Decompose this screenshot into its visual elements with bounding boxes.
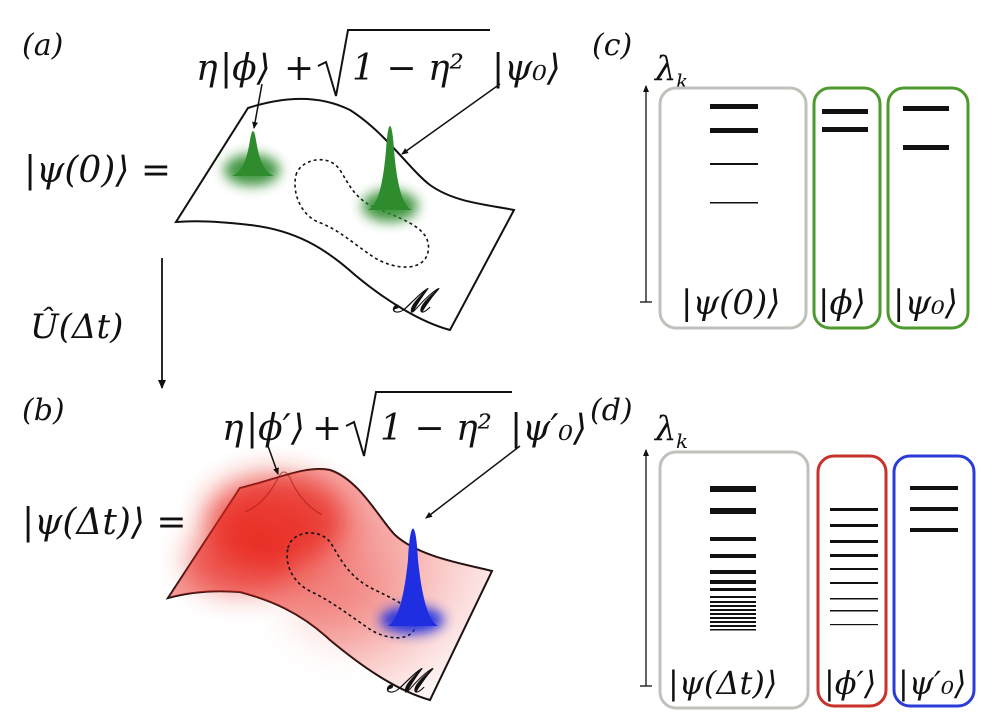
panel-c: (c) λ k |ψ(0)⟩ |ϕ⟩ |ψ₀⟩ [592, 28, 970, 330]
energy-level [830, 524, 878, 527]
plus-sign-b: + [312, 408, 342, 449]
blob-psi0 [362, 126, 418, 222]
sqrt-sign-b [345, 391, 512, 457]
energy-level [822, 127, 868, 132]
panel-b-state-lhs: |ψ(Δt)⟩ = [22, 502, 187, 543]
panel-c-label: (c) [592, 28, 632, 63]
ket-psi0-prime: |ψ′₀⟩ [510, 408, 587, 449]
energy-level [710, 486, 756, 492]
box-label: |ϕ′⟩ [824, 664, 876, 702]
energy-level [822, 109, 868, 114]
energy-level [710, 605, 756, 607]
energy-level [903, 106, 949, 111]
energy-level [710, 629, 756, 631]
arrow-to-phi-blob [252, 83, 263, 129]
panel-b: (b) |ψ(Δt)⟩ = η |ϕ′⟩ + 1 − η² |ψ′₀⟩ [22, 391, 587, 702]
energy-level [830, 554, 878, 557]
ket-phi-prime: |ϕ′⟩ [246, 408, 305, 449]
box-label: |ψ(0)⟩ [681, 283, 781, 323]
panel-d-box-psi0-prime: |ψ′₀⟩ [892, 454, 976, 708]
panel-b-superposition: η |ϕ′⟩ + 1 − η² |ψ′₀⟩ [222, 391, 587, 457]
energy-level [830, 582, 878, 584]
sqrt-radicand-b: 1 − η² [380, 408, 492, 449]
box-label: |ψ′₀⟩ [898, 664, 966, 702]
panel-d-box-psidt: |ψ(Δt)⟩ [658, 450, 810, 710]
arrow-to-red-blob [267, 445, 279, 475]
energy-level [830, 624, 878, 626]
box-label: |ψ₀⟩ [893, 283, 958, 323]
energy-level [910, 528, 958, 532]
panel-d-axis-label: λ [653, 409, 677, 449]
ket-phi: |ϕ⟩ [220, 48, 271, 89]
panel-d: (d) λ k |ψ(Δt)⟩ [590, 393, 976, 710]
energy-level [710, 617, 756, 619]
energy-level [710, 596, 756, 598]
energy-level [830, 540, 878, 543]
panel-a: (a) |ψ(0)⟩ = η |ϕ⟩ + 1 − η² |ψ₀⟩ 𝓜 [22, 28, 561, 332]
box-label: |ψ(Δt)⟩ [668, 664, 777, 702]
box-frame [658, 450, 810, 710]
box-label: |ϕ⟩ [818, 283, 866, 323]
panel-d-box-phi-prime: |ϕ′⟩ [816, 454, 888, 708]
energy-level [910, 507, 958, 511]
box-frame [886, 86, 970, 330]
blob-psi0-prime [380, 528, 444, 634]
panel-b-label: (b) [22, 393, 65, 428]
energy-level [710, 613, 756, 615]
energy-level [710, 537, 756, 541]
energy-level [710, 128, 758, 133]
energy-level [830, 568, 878, 570]
energy-level [710, 580, 756, 584]
panel-c-axis-label: λ [653, 49, 677, 89]
panel-a-superposition: η |ϕ⟩ + 1 − η² |ψ₀⟩ [196, 29, 561, 97]
blob-phi [224, 131, 280, 186]
energy-level [710, 554, 756, 558]
energy-level [710, 609, 756, 611]
sqrt-sign [317, 29, 490, 97]
energy-level [710, 163, 758, 165]
red-spread-blob [168, 469, 492, 700]
arrow-to-psi0-blob [401, 83, 501, 155]
plus-sign: + [284, 48, 314, 89]
sqrt-radicand: 1 − η² [352, 48, 464, 89]
energy-level [710, 625, 756, 627]
eta-symbol: η [196, 48, 218, 89]
panel-c-box-psi0: |ψ₀⟩ [886, 86, 970, 330]
energy-level [710, 601, 756, 603]
energy-level [710, 202, 758, 204]
box-frame [658, 86, 808, 330]
evolution: Û(Δt) [30, 258, 166, 389]
energy-level [903, 145, 949, 150]
panel-a-state-lhs: |ψ(0)⟩ = [24, 150, 171, 191]
evolution-operator: Û(Δt) [30, 306, 123, 347]
energy-level [710, 570, 756, 574]
closed-path [294, 158, 430, 268]
energy-level [830, 598, 878, 600]
energy-level [710, 104, 758, 109]
energy-level [830, 508, 878, 511]
energy-level [910, 486, 958, 490]
panel-a-label: (a) [22, 28, 63, 63]
energy-level [710, 508, 756, 514]
energy-level [830, 610, 878, 612]
panel-d-axis-subscript: k [676, 429, 688, 453]
ket-psi0: |ψ₀⟩ [492, 48, 561, 89]
arrow-to-blue-blob [425, 445, 521, 519]
panel-c-box-phi: |ϕ⟩ [812, 86, 882, 330]
box-frame [892, 454, 976, 708]
manifold-surface [174, 97, 516, 332]
panel-c-box-psi0t: |ψ(0)⟩ [658, 86, 808, 330]
energy-level [710, 621, 756, 623]
eta-symbol-b: η [222, 408, 244, 449]
box-frame [816, 454, 888, 708]
panel-d-label: (d) [590, 393, 633, 428]
closed-path-b [286, 532, 417, 639]
energy-level [710, 588, 756, 591]
box-frame [812, 86, 882, 330]
